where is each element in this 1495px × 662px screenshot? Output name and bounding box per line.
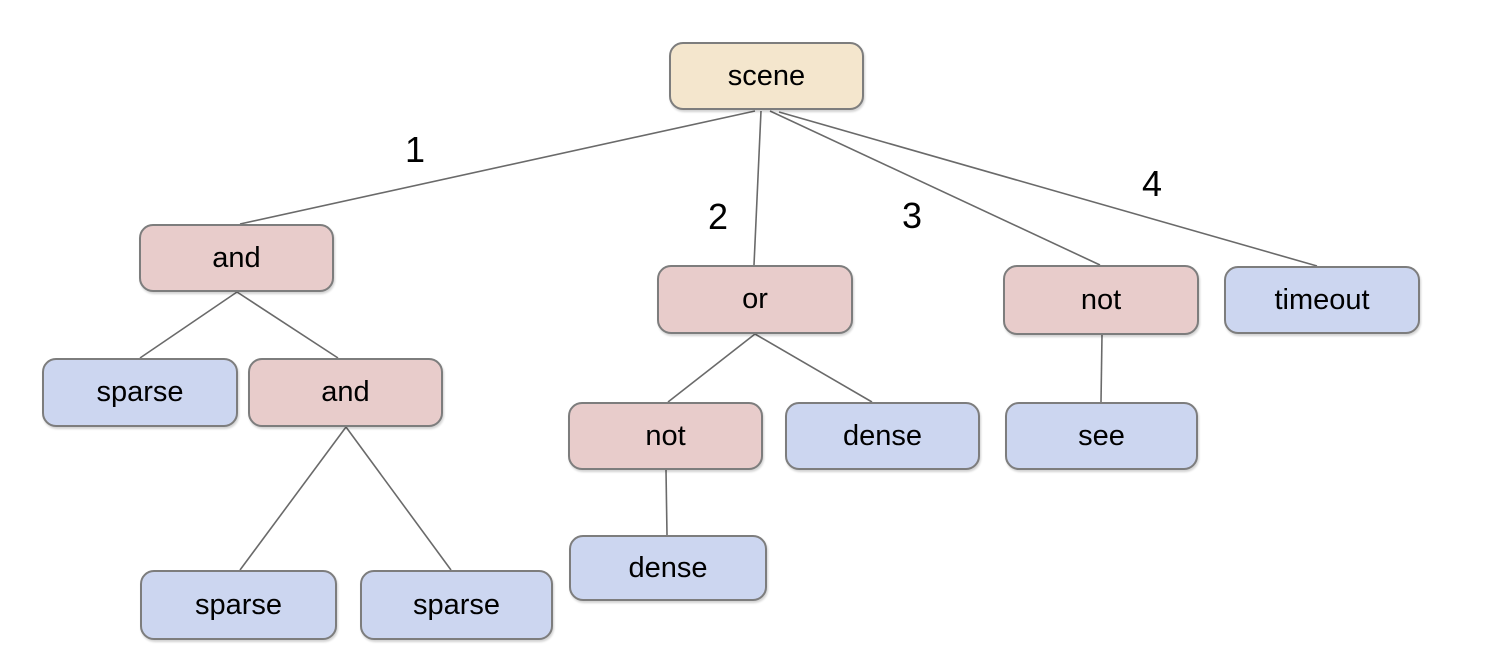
tree-node-sparse1: sparse <box>42 358 238 427</box>
tree-node-and2: and <box>248 358 443 427</box>
tree-node-and1: and <box>139 224 334 292</box>
tree-node-sparse3: sparse <box>360 570 553 640</box>
tree-node-sparse2: sparse <box>140 570 337 640</box>
tree-edge-or1-dense1 <box>754 333 873 403</box>
edge-label-2: 2 <box>708 196 728 237</box>
edge-label-1: 1 <box>405 129 425 170</box>
tree-edge-not2-dense2 <box>665 469 668 536</box>
tree-edge-and1-sparse1 <box>139 291 238 359</box>
tree-edge-scene-timeout1 <box>778 111 1318 267</box>
edge-label-3: 3 <box>902 195 922 236</box>
tree-node-not2: not <box>568 402 763 470</box>
tree-node-dense2: dense <box>569 535 767 601</box>
tree-node-see1: see <box>1005 402 1198 470</box>
tree-edge-and2-sparse2 <box>239 426 347 571</box>
tree-edge-scene-not1 <box>769 110 1101 266</box>
tree-edge-not1-see1 <box>1100 334 1103 403</box>
tree-edge-and1-and2 <box>236 291 339 359</box>
tree-node-timeout1: timeout <box>1224 266 1420 334</box>
tree-edge-or1-not2 <box>667 333 756 403</box>
tree-node-or1: or <box>657 265 853 334</box>
tree-edge-and2-sparse3 <box>345 426 452 571</box>
tree-node-dense1: dense <box>785 402 980 470</box>
tree-node-not1: not <box>1003 265 1199 335</box>
tree-node-scene: scene <box>669 42 864 110</box>
tree-edge-scene-or1 <box>753 110 762 266</box>
edge-label-4: 4 <box>1142 163 1162 204</box>
tree-edge-scene-and1 <box>239 110 756 225</box>
